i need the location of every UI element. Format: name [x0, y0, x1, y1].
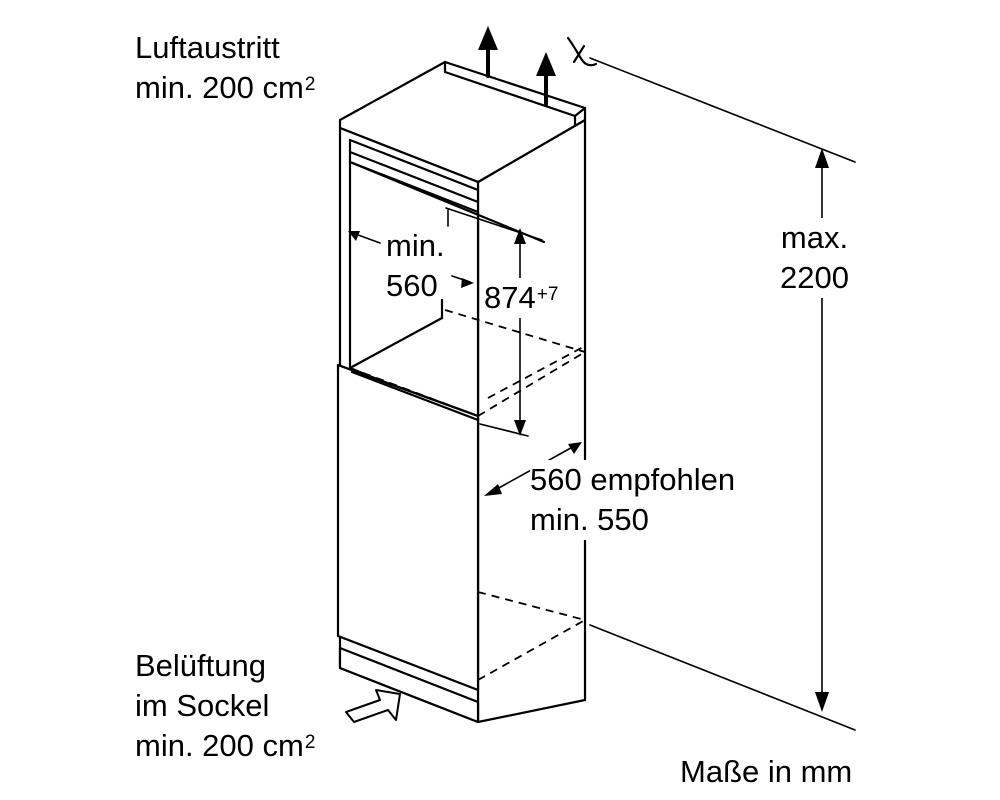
cut-mark-icon — [566, 36, 598, 67]
height-dimension — [445, 207, 543, 437]
lower-floor-dashed — [477, 591, 586, 681]
ventilation-label: Belüftung im Sockel min. 200 cm2 — [135, 648, 316, 763]
air-outlet-label: Luftaustritt min. 200 cm2 — [135, 30, 316, 105]
upper-shelf-dashed — [348, 298, 586, 417]
air-outlet-arrow-icon — [478, 26, 556, 106]
appliance-door — [336, 363, 480, 724]
air-inlet-arrow-icon — [345, 689, 401, 723]
niche-width-min-label: min. 560 — [386, 228, 445, 303]
niche-depth-label: 560 empfohlen min. 550 — [530, 460, 736, 540]
max-height-label: max. 2200 — [780, 218, 849, 298]
appliance-height-label: 874+7 — [484, 278, 559, 318]
max-height-dimension — [589, 57, 856, 731]
width-dimension — [348, 209, 474, 288]
units-label: Maße in mm — [680, 754, 853, 789]
